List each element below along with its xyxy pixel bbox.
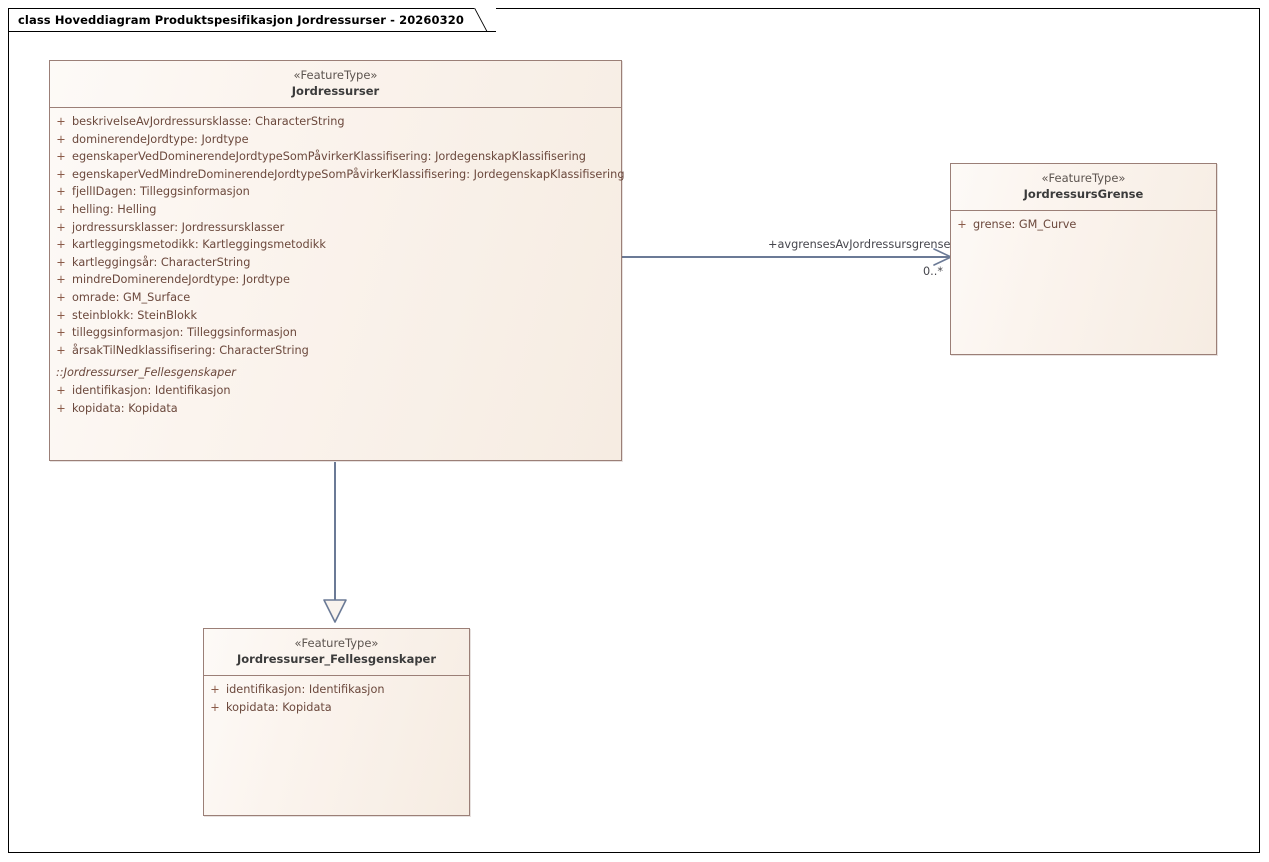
attribute-row[interactable]: + kartleggingsmetodikk: Kartleggingsmeto… [50,236,621,254]
attribute-visibility: + [56,202,66,216]
attribute-text: egenskaperVedDominerendeJordtypeSomPåvir… [72,150,586,164]
class-box-fellesgenskaper[interactable]: «FeatureType» Jordressurser_Fellesgenska… [203,628,470,816]
attribute-visibility: + [56,273,66,287]
association-role-label: +avgrensesAvJordressursgrense [768,238,951,251]
class-header-fellesgenskaper: «FeatureType» Jordressurser_Fellesgenska… [204,629,469,676]
class-attributes-jordressursgrense: + grense: GM_Curve [951,211,1216,238]
class-header-jordressursgrense: «FeatureType» JordressursGrense [951,164,1216,211]
attribute-text: fjellIDagen: Tilleggsinformasjon [72,185,250,199]
attribute-row[interactable]: + steinblokk: SteinBlokk [50,307,621,325]
attribute-visibility: + [210,683,220,696]
class-stereotype: «FeatureType» [294,636,379,650]
attribute-text: egenskaperVedMindreDominerendeJordtypeSo… [72,167,625,181]
attribute-text: jordressursklasser: Jordressursklasser [72,220,285,234]
class-box-jordressurser[interactable]: «FeatureType» Jordressurser + beskrivels… [49,60,625,461]
attribute-text: identifikasjon: Identifikasjon [226,683,385,696]
attribute-text: kartleggingsmetodikk: Kartleggingsmetodi… [72,238,326,252]
attribute-visibility: + [56,238,66,252]
attribute-visibility: + [56,167,66,181]
attribute-visibility: + [56,326,66,340]
attribute-visibility: + [56,343,66,357]
attribute-visibility: + [210,700,220,714]
class-header-jordressurser: «FeatureType» Jordressurser [50,61,621,108]
inherited-section-header: ::Jordressurser_Fellesgenskaper [56,366,236,380]
attribute-visibility: + [56,150,66,164]
attribute-row[interactable]: + omrade: GM_Surface [50,289,621,307]
attribute-row[interactable]: + kopidata: Kopidata [204,699,469,717]
diagram-title: class Hoveddiagram Produktspesifikasjon … [18,13,464,27]
class-stereotype: «FeatureType» [293,68,378,82]
class-stereotype: «FeatureType» [1041,171,1126,185]
attribute-visibility: + [56,132,66,146]
attribute-row[interactable]: + helling: Helling [50,201,621,219]
attribute-text: dominerendeJordtype: Jordtype [72,132,249,146]
class-name: JordressursGrense [1023,187,1144,201]
attribute-visibility: + [56,115,66,128]
attribute-visibility: + [56,220,66,234]
attribute-row[interactable]: + fjellIDagen: Tilleggsinformasjon [50,183,621,201]
attribute-text: tilleggsinformasjon: Tilleggsinformasjon [72,326,297,340]
class-attributes-jordressurser: + beskrivelseAvJordressursklasse: Charac… [50,108,625,421]
attribute-visibility: + [957,218,967,231]
attribute-row[interactable]: + identifikasjon: Identifikasjon [204,681,469,699]
inherited-attribute-row[interactable]: + identifikasjon: Identifikasjon [50,382,621,400]
association-line [622,256,952,258]
title-tab-notch [473,8,496,32]
class-box-jordressursgrense[interactable]: «FeatureType» JordressursGrense + grense… [950,163,1217,355]
attribute-text: mindreDominerendeJordtype: Jordtype [72,273,290,287]
attribute-row[interactable]: + tilleggsinformasjon: Tilleggsinformasj… [50,324,621,342]
attribute-visibility: + [56,290,66,304]
attribute-visibility: + [56,185,66,199]
attribute-visibility: + [56,255,66,269]
attribute-text: grense: GM_Curve [973,218,1077,231]
attribute-row[interactable]: + dominerendeJordtype: Jordtype [50,131,621,149]
generalization-line [334,462,336,602]
attribute-text: kopidata: Kopidata [72,401,178,415]
attribute-text: årsakTilNedklassifisering: CharacterStri… [72,343,309,357]
attribute-row[interactable]: + jordressursklasser: Jordressursklasser [50,219,621,237]
attribute-text: omrade: GM_Surface [72,290,191,304]
attribute-text: kopidata: Kopidata [226,700,332,714]
attribute-text: identifikasjon: Identifikasjon [72,383,231,397]
association-multiplicity-label: 0..* [923,265,944,278]
attribute-visibility: + [56,383,66,397]
attribute-row[interactable]: + årsakTilNedklassifisering: CharacterSt… [50,342,621,360]
attribute-visibility: + [56,401,66,415]
diagram-title-tab: class Hoveddiagram Produktspesifikasjon … [8,8,496,32]
attribute-text: helling: Helling [72,202,157,216]
attribute-text: steinblokk: SteinBlokk [72,308,197,322]
attribute-row[interactable]: + beskrivelseAvJordressursklasse: Charac… [50,113,621,131]
class-attributes-fellesgenskaper: + identifikasjon: Identifikasjon + kopid… [204,676,469,720]
class-name: Jordressurser [291,84,380,98]
attribute-text: beskrivelseAvJordressursklasse: Characte… [72,115,345,128]
generalization-triangle-icon [323,599,347,623]
inherited-attribute-row[interactable]: + kopidata: Kopidata [50,400,621,418]
attribute-row[interactable]: + mindreDominerendeJordtype: Jordtype [50,271,621,289]
attribute-text: kartleggingsår: CharacterString [72,255,251,269]
attribute-visibility: + [56,308,66,322]
attribute-row[interactable]: + egenskaperVedMindreDominerendeJordtype… [50,166,624,184]
attribute-row[interactable]: + egenskaperVedDominerendeJordtypeSomPåv… [50,148,621,166]
class-name: Jordressurser_Fellesgenskaper [236,652,437,666]
attribute-row[interactable]: + grense: GM_Curve [951,216,1216,234]
attribute-row[interactable]: + kartleggingsår: CharacterString [50,254,621,272]
